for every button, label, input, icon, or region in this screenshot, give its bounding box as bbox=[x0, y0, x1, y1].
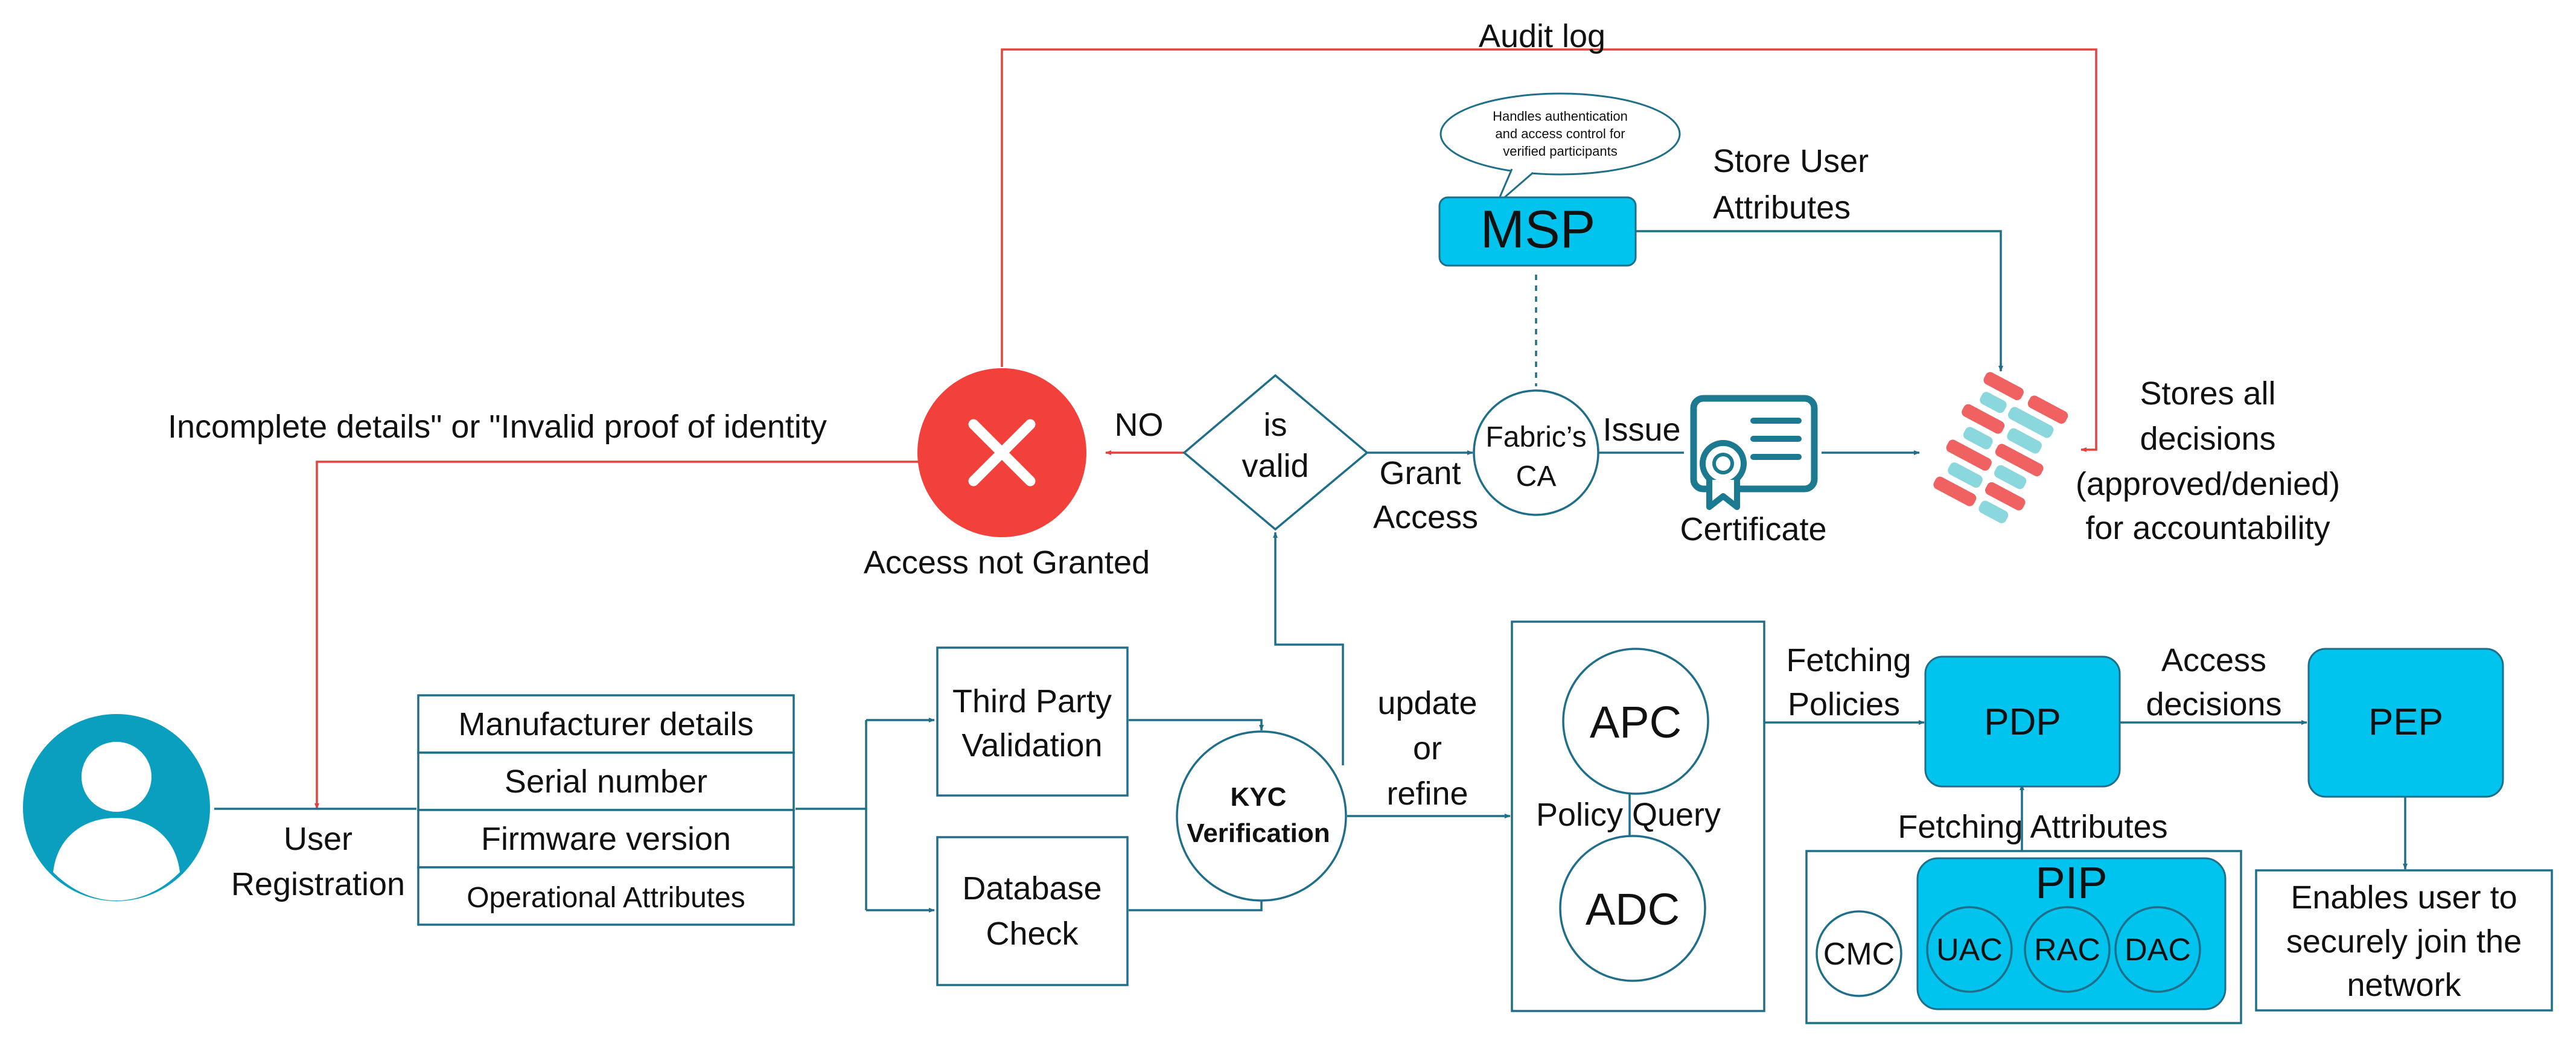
stores-all-line4: for accountability bbox=[2085, 510, 2330, 546]
fetching-attributes-label: Fetching Attributes bbox=[1898, 809, 2167, 845]
device-attributes-list: Manufacturer details Serial number Firmw… bbox=[417, 694, 795, 926]
uac-label: UAC bbox=[1936, 933, 2003, 968]
user-registration-line2: Registration bbox=[231, 866, 405, 902]
grant-access-line2: Access bbox=[1373, 499, 1478, 535]
enables-line2: securely join the bbox=[2286, 923, 2522, 960]
store-attributes-arrow bbox=[1636, 230, 2003, 372]
dac-label: DAC bbox=[2125, 933, 2191, 968]
kyc-line1: KYC bbox=[1231, 782, 1287, 812]
audit-log-connector bbox=[1001, 48, 2097, 452]
database-check-line1: Database bbox=[962, 870, 1101, 907]
enables-line3: network bbox=[2347, 967, 2461, 1003]
user-registration-line1: User bbox=[284, 821, 352, 857]
access-decisions-line1: Access bbox=[2161, 642, 2266, 678]
denied-feedback-connector bbox=[314, 461, 923, 809]
access-not-granted-label: Access not Granted bbox=[864, 544, 1150, 581]
store-user-attributes-line2: Attributes bbox=[1713, 190, 1851, 226]
user-avatar bbox=[23, 714, 210, 901]
certificate-label: Certificate bbox=[1680, 511, 1826, 547]
third-party-to-kyc-arrow bbox=[1129, 719, 1264, 731]
kyc-verification-node: KYC Verification bbox=[1176, 730, 1347, 902]
policy-administration-group: APC ADC Policy Query bbox=[1511, 620, 1765, 1012]
stores-all-line2: decisions bbox=[2140, 421, 2275, 457]
msp-bubble-line1: Handles authentication bbox=[1493, 109, 1628, 124]
incomplete-details-label: Incomplete details" or "Invalid proof of… bbox=[168, 409, 827, 445]
update-line2: or bbox=[1413, 730, 1442, 767]
is-valid-line1: is bbox=[1264, 407, 1287, 443]
fabric-ca-line1: Fabric’s bbox=[1485, 421, 1586, 453]
fabric-ca-line2: CA bbox=[1516, 461, 1557, 493]
attribute-firmware-version: Firmware version bbox=[481, 821, 731, 857]
msp-speech-bubble: Handles authentication and access contro… bbox=[1439, 92, 1681, 205]
policy-query-label: Policy Query bbox=[1536, 797, 1721, 833]
fetching-policies-line2: Policies bbox=[1788, 686, 1900, 722]
access-not-granted-node bbox=[917, 368, 1086, 537]
pep-node: PEP bbox=[2307, 648, 2504, 798]
is-valid-line2: valid bbox=[1242, 448, 1309, 484]
update-line3: refine bbox=[1386, 776, 1468, 812]
kyc-to-isvalid-arrow bbox=[1273, 532, 1344, 765]
database-check-node: Database Check bbox=[936, 836, 1129, 986]
adc-label: ADC bbox=[1586, 884, 1680, 934]
pip-group: CMC PIP UAC RAC DAC bbox=[1805, 850, 2242, 1024]
third-party-line2: Validation bbox=[961, 727, 1102, 764]
update-line1: update bbox=[1377, 685, 1477, 721]
ledger-icon bbox=[1933, 372, 2068, 523]
access-decisions-line2: decisions bbox=[2146, 686, 2281, 722]
fabric-ca-node: Fabric’s CA bbox=[1473, 389, 1599, 516]
enables-user-node: Enables user to securely join the networ… bbox=[2255, 869, 2553, 1012]
third-party-validation-node: Third Party Validation bbox=[936, 646, 1129, 797]
store-user-attributes-line1: Store User bbox=[1713, 143, 1869, 179]
fetching-policies-line1: Fetching bbox=[1786, 642, 1911, 678]
attribute-serial-number: Serial number bbox=[505, 764, 707, 800]
cmc-label: CMC bbox=[1823, 937, 1895, 972]
msp-bubble-line2: and access control for bbox=[1495, 126, 1625, 141]
is-valid-decision: is valid bbox=[1182, 374, 1369, 531]
stores-all-line1: Stores all bbox=[2140, 375, 2275, 412]
msp-node: MSP bbox=[1438, 196, 1637, 267]
pdp-label: PDP bbox=[1984, 701, 2061, 743]
issue-label: Issue bbox=[1602, 412, 1680, 448]
database-check-line2: Check bbox=[986, 916, 1079, 952]
apc-label: APC bbox=[1590, 697, 1682, 747]
rac-label: RAC bbox=[2034, 933, 2100, 968]
pip-label: PIP bbox=[2035, 858, 2107, 908]
pep-label: PEP bbox=[2368, 701, 2443, 743]
third-party-line1: Third Party bbox=[952, 683, 1112, 719]
grant-access-line1: Grant bbox=[1379, 455, 1461, 491]
no-label: NO bbox=[1115, 407, 1164, 443]
kyc-line2: Verification bbox=[1187, 818, 1330, 848]
stores-all-line3: (approved/denied) bbox=[2076, 466, 2340, 502]
audit-log-label: Audit log bbox=[1479, 18, 1605, 54]
attribute-manufacturer-details: Manufacturer details bbox=[458, 706, 753, 742]
msp-bubble-line3: verified participants bbox=[1503, 144, 1618, 159]
pdp-node: PDP bbox=[1924, 655, 2121, 788]
msp-label: MSP bbox=[1481, 199, 1596, 259]
attribute-operational-attributes: Operational Attributes bbox=[467, 882, 745, 914]
close-icon bbox=[968, 419, 1036, 486]
enables-line1: Enables user to bbox=[2291, 879, 2517, 916]
certificate-icon bbox=[1690, 395, 1818, 510]
